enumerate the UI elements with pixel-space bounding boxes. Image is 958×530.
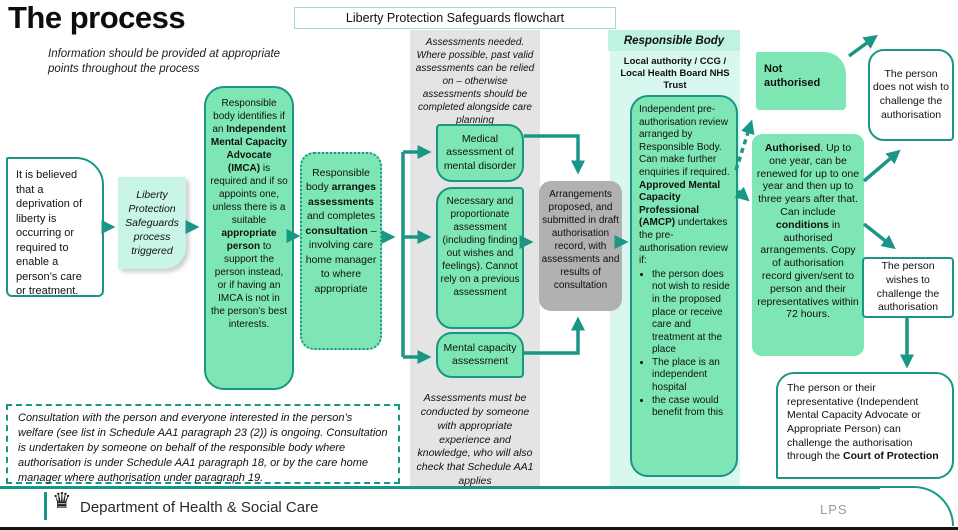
crown-icon: ♛	[52, 488, 72, 513]
assessments-column-note-top: Assessments needed. Where possible, past…	[415, 37, 535, 126]
arrow-authorised-to-no-challenge	[862, 149, 901, 183]
text-run: – involving care home manager to where a…	[305, 224, 377, 295]
information-note: Information should be provided at approp…	[48, 48, 281, 75]
arrangements-proposed-box: Arrangements proposed, and submitted in …	[539, 181, 622, 311]
challenge-text: The person wishes to challenge the autho…	[876, 260, 940, 314]
text-run-bold: appropriate person	[221, 228, 277, 252]
text-run: in authorised arrangements. Copy of auth…	[757, 218, 859, 321]
process-triggered-box: Liberty Protection Safeguards process tr…	[118, 177, 186, 269]
imca-identification-box: Responsible body identifies if an Indepe…	[204, 86, 294, 390]
text-run: to support the person instead, or if hav…	[211, 241, 287, 330]
arrow-authorised-to-challenge	[862, 222, 896, 250]
text-run: Independent pre-authorisation review arr…	[639, 104, 730, 178]
text-run-bold: Authorised	[764, 142, 821, 154]
court-of-protection-box: The person or their representative (Inde…	[776, 372, 954, 479]
footer-curve-decoration	[876, 486, 954, 526]
belief-box: It is believed that a deprivation of lib…	[6, 157, 104, 297]
flowchart-title-box: Liberty Protection Safeguards flowchart	[294, 7, 616, 29]
page-title: The process	[8, 0, 186, 35]
arrow-not-authorised-out	[847, 34, 878, 58]
text-run: and completes	[306, 210, 376, 223]
responsible-body-header: Responsible Body	[608, 30, 740, 51]
responsible-body-subheader: Local authority / CCG / Local Health Boa…	[620, 56, 730, 91]
authorised-box: Authorised. Up to one year, can be renew…	[752, 134, 864, 356]
footer-divider	[0, 486, 880, 489]
pre-authorisation-review-box: Independent pre-authorisation review arr…	[630, 95, 738, 477]
responsible-body-header-text: Responsible Body	[623, 34, 725, 47]
text-run-bold: consultation	[305, 224, 368, 237]
flowchart-title-text: Liberty Protection Safeguards flowchart	[345, 11, 565, 25]
text-run-bold: arranges assessments	[308, 181, 377, 208]
text-run: is required and if so appoints one, unle…	[210, 163, 288, 226]
footer-accent-bar	[44, 492, 47, 520]
text-run-bold: Court of Protection	[843, 450, 939, 463]
consultation-note-box: Consultation with the person and everyon…	[6, 404, 400, 484]
challenge-box: The person wishes to challenge the autho…	[862, 257, 954, 318]
text-run: Responsible body	[305, 167, 370, 194]
assessments-column-note-bottom: Assessments must be conducted by someone…	[416, 392, 534, 488]
text-run: . Up to one year, can be renewed for up …	[756, 142, 860, 218]
list-item: the case would benefit from this	[652, 395, 730, 420]
no-challenge-text: The person does not wish to challenge th…	[873, 67, 949, 121]
no-challenge-box: The person does not wish to challenge th…	[868, 49, 954, 141]
department-name: Department of Health & Social Care	[80, 499, 319, 516]
text-run: undertakes the pre-authorisation review …	[639, 217, 728, 267]
text-run-bold: conditions	[775, 218, 829, 231]
amcp-criteria-list: the person does not wish to reside in th…	[639, 269, 730, 420]
medical-assessment-box: Medical assessment of mental disorder	[436, 124, 524, 182]
text-run-bold: Approved Mental Capacity Professional (A…	[639, 179, 721, 229]
medical-assessment-text: Medical assessment of mental disorder	[443, 132, 517, 172]
list-item: The place is an independent hospital	[652, 357, 730, 395]
list-item: the person does not wish to reside in th…	[652, 269, 730, 357]
text-run: Responsible body identifies if an	[212, 98, 285, 135]
bottom-border	[0, 527, 958, 530]
text-run-bold: Independent Mental Capacity Advocate (IM…	[210, 124, 288, 174]
lps-label: LPS	[820, 502, 848, 517]
mental-capacity-text: Mental capacity assessment	[443, 342, 517, 367]
process-triggered-text: Liberty Protection Safeguards process tr…	[125, 188, 179, 258]
necessary-proportionate-box: Necessary and proportionate assessment (…	[436, 187, 524, 329]
not-authorised-box: Not authorised	[756, 52, 846, 110]
text-run: The person or their representative (Inde…	[787, 382, 921, 463]
mental-capacity-box: Mental capacity assessment	[436, 332, 524, 378]
arranges-assessments-box: Responsible body arranges assessments an…	[300, 152, 382, 350]
